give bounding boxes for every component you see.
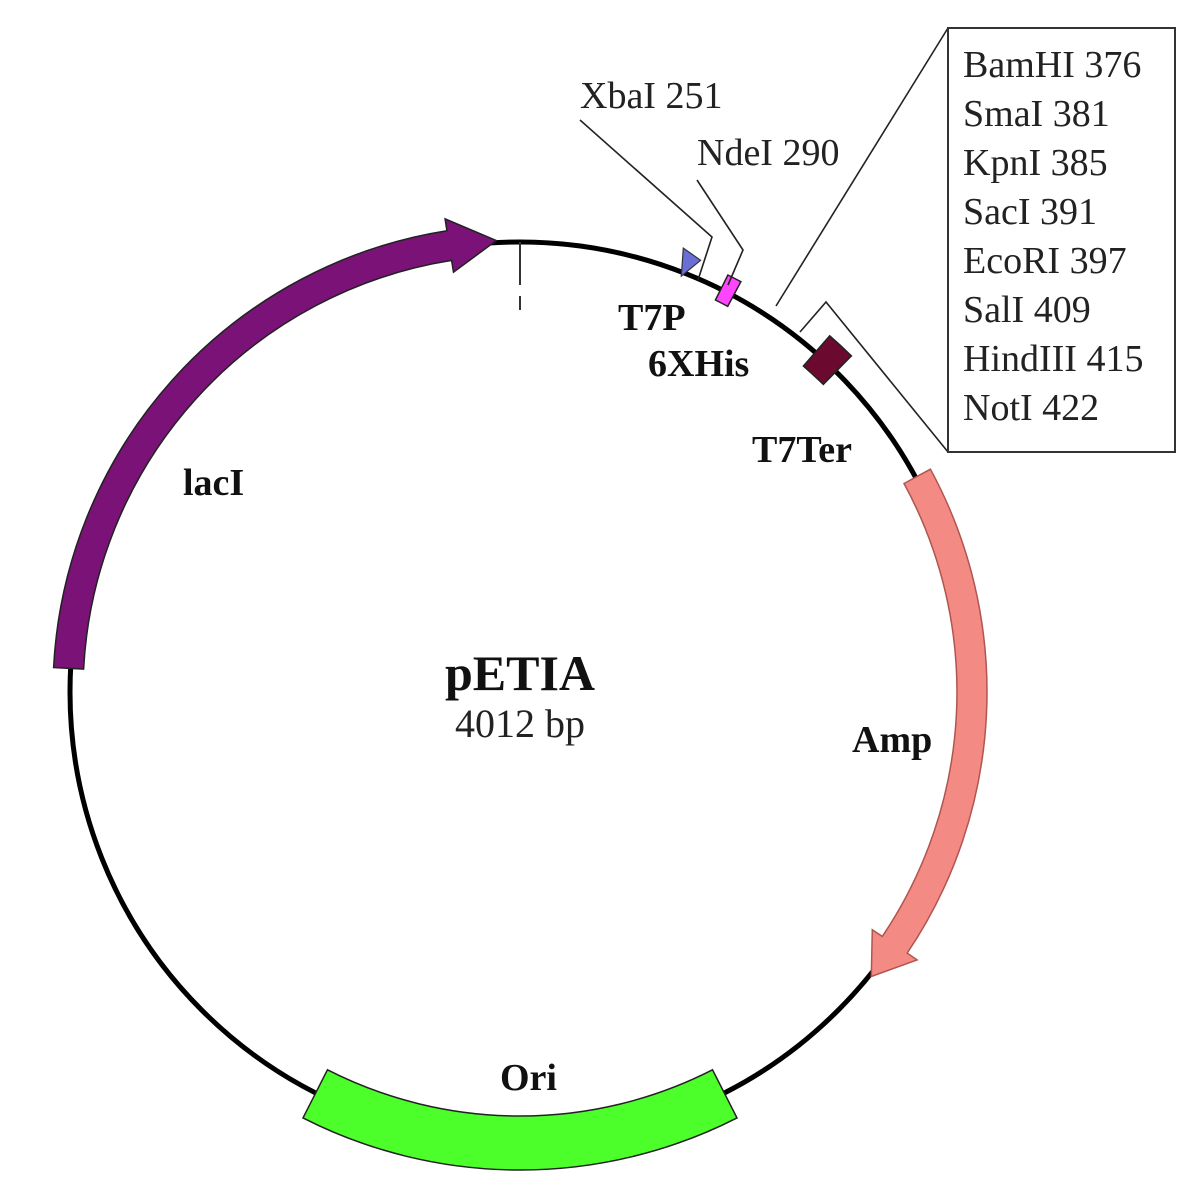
- ori-block: [301, 1068, 739, 1171]
- ndei-site-label: NdeI 290: [697, 132, 839, 174]
- mcs-site-list: BamHI 376 SmaI 381 KpnI 385 SacI 391 Eco…: [963, 44, 1143, 429]
- mcs-site: NotI 422: [963, 387, 1099, 429]
- xbai-leader: [579, 119, 713, 281]
- mcs-leader-bottom: [799, 300, 949, 453]
- t7-promoter-marker: [680, 246, 702, 278]
- xbai-site-label: XbaI 251: [580, 75, 722, 117]
- lacI-arrow: [52, 217, 498, 670]
- laci-label: lacI: [183, 462, 244, 504]
- t7p-label: T7P: [618, 297, 686, 339]
- his-label: 6XHis: [648, 343, 749, 385]
- t7-terminator-marker: [802, 334, 853, 386]
- amp-arrow: [870, 468, 988, 978]
- ori-label: Ori: [500, 1057, 557, 1099]
- amp-label: Amp: [852, 719, 932, 761]
- mcs-site: SalI 409: [963, 289, 1091, 331]
- mcs-leader-top: [775, 27, 949, 307]
- plasmid-name: pETIA: [445, 645, 595, 701]
- mcs-box: [947, 27, 1176, 453]
- mcs-site: SacI 391: [963, 191, 1097, 233]
- t7ter-label: T7Ter: [752, 429, 852, 471]
- ndei-leader: [696, 179, 744, 286]
- mcs-site: SmaI 381: [963, 93, 1110, 135]
- mcs-site: EcoRI 397: [963, 240, 1127, 282]
- mcs-site: KpnI 385: [963, 142, 1108, 184]
- plasmid-size: 4012 bp: [455, 701, 585, 746]
- his-tag-marker: [714, 273, 742, 308]
- mcs-site: HindIII 415: [963, 338, 1143, 380]
- mcs-site: BamHI 376: [963, 44, 1141, 86]
